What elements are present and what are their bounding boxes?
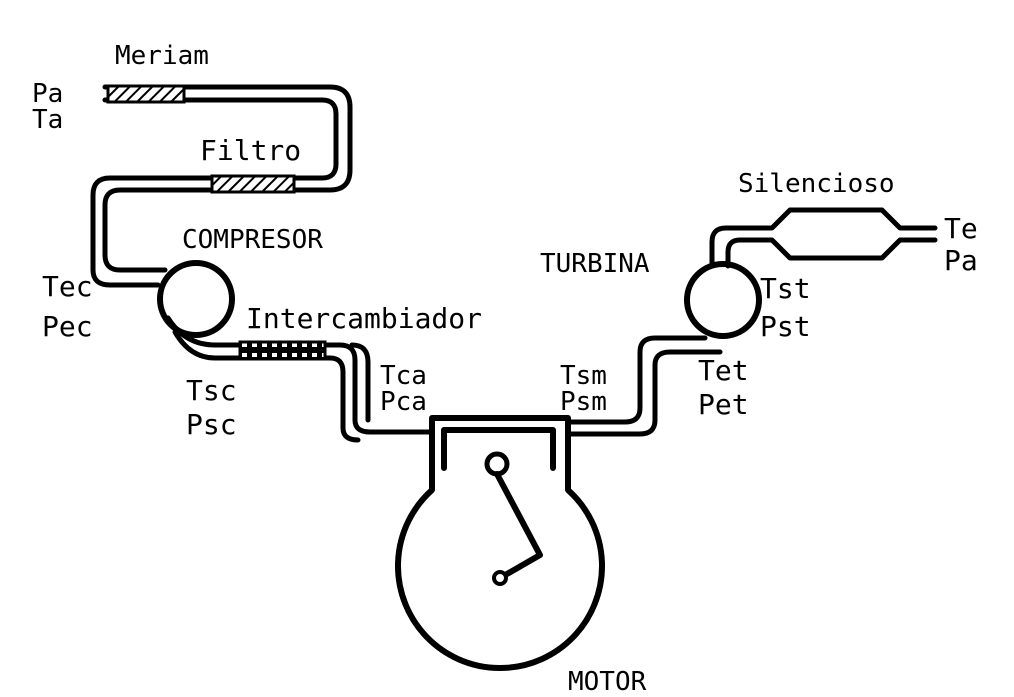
meriam-label: Meriam xyxy=(115,41,209,71)
ambient-temperature-label: Ta xyxy=(32,105,63,135)
compressor-outlet-temp-label: Tsc xyxy=(186,374,237,407)
intake-air-pressure-label: Pca xyxy=(380,387,427,417)
intake-manifold-pipe xyxy=(165,315,435,443)
crank-pin xyxy=(492,570,508,586)
turbine-outlet-temp-label: Tst xyxy=(760,272,811,305)
compressor-label: COMPRESOR xyxy=(182,225,323,255)
compressor-inlet-temp-label: Tec xyxy=(42,270,93,303)
meriam-meter xyxy=(106,84,186,104)
ambient-pressure-label: Pa xyxy=(32,79,63,109)
exhaust-temp-label: Te xyxy=(944,212,978,245)
compressor-wheel xyxy=(157,260,235,338)
muffler-label: Silencioso xyxy=(738,169,895,199)
turbine-wheel xyxy=(684,261,762,339)
motor-label: MOTOR xyxy=(568,667,647,697)
filter-element xyxy=(210,174,296,194)
engine-outlet-pressure-label: Psm xyxy=(560,387,607,417)
exhaust-manifold-pipe xyxy=(565,335,723,437)
intercooler-label: Intercambiador xyxy=(246,302,482,335)
turbine-label: TURBINA xyxy=(540,249,650,279)
engine-outlet-temp-label: Tsm xyxy=(560,361,607,391)
compressor-inlet-pressure-label: Pec xyxy=(42,310,93,343)
exhaust-outlet-pipe xyxy=(709,207,938,269)
intake-air-temp-label: Tca xyxy=(380,361,427,391)
turbine-outlet-pressure-label: Pst xyxy=(760,310,811,343)
exhaust-pressure-label: Pa xyxy=(944,244,978,277)
compressor-outlet-pressure-label: Psc xyxy=(186,408,237,441)
turbine-inlet-pressure-label: Pet xyxy=(698,388,749,421)
intercooler-core xyxy=(238,340,327,361)
filter-label: Filtro xyxy=(200,134,301,167)
turbine-inlet-temp-label: Tet xyxy=(698,354,749,387)
engine-body xyxy=(395,415,605,671)
